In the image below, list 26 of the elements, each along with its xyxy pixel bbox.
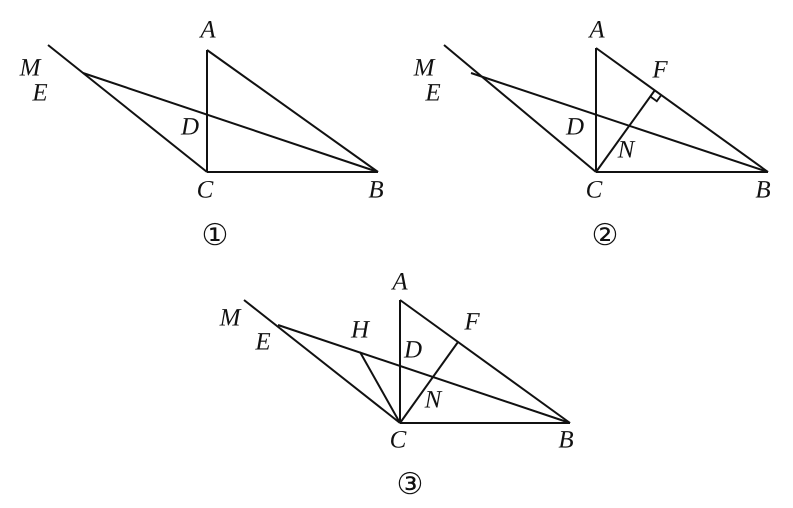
point-label: C	[196, 178, 214, 202]
point-label: D	[180, 114, 200, 140]
figure-number: ②	[592, 221, 618, 251]
point-label: M	[414, 56, 434, 80]
point-label: D	[566, 114, 584, 140]
point-label: C	[586, 178, 602, 202]
point-label: H	[350, 318, 370, 342]
point-label: A	[392, 270, 408, 294]
point-label: N	[424, 388, 442, 412]
point-label: A	[589, 18, 605, 42]
point-label: B	[755, 178, 771, 202]
point-label: E	[255, 330, 271, 354]
point-label: F	[464, 310, 480, 334]
point-label: N	[618, 138, 634, 162]
point-label: E	[425, 80, 441, 106]
point-label: M	[220, 306, 240, 330]
figure-number: ①	[202, 221, 228, 251]
point-label: M	[20, 56, 40, 80]
point-label: E	[32, 80, 48, 106]
point-label: A	[200, 18, 216, 42]
point-label: F	[652, 58, 668, 82]
point-label: D	[404, 338, 422, 362]
figure-number: ③	[396, 470, 424, 500]
point-label: C	[390, 428, 406, 452]
point-label: B	[368, 178, 384, 202]
point-label: B	[558, 428, 574, 452]
